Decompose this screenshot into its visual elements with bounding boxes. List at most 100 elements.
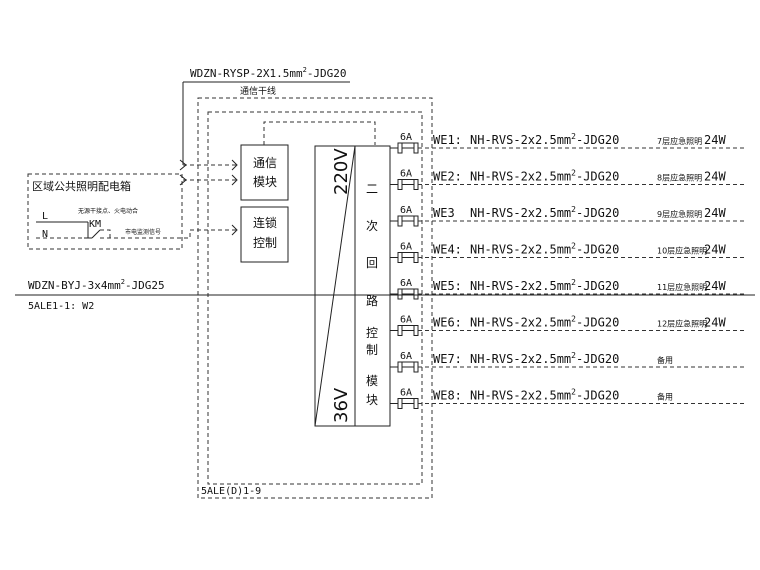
control-module-char: 模 (366, 374, 378, 388)
breaker-symbol (413, 252, 419, 263)
circuit-power: 24W (704, 243, 726, 257)
circuit-cable: NH-RVS-2x2.5mm2-JDG20 (470, 242, 619, 257)
circuit-power: 24W (704, 170, 726, 184)
comm-module-line1: 通信 (253, 156, 277, 170)
control-module-char: 控 (366, 326, 378, 340)
breaker-symbol (413, 288, 419, 300)
circuit-load: 7层应急照明 (657, 136, 702, 146)
breaker-rating: 6A (400, 205, 412, 216)
interlock-module-line2: 控制 (253, 236, 277, 250)
top-cable: WDZN-RYSP-2X1.5mm2-JDG20 通信干线 (182, 66, 350, 165)
module-bus-dashed (263, 121, 376, 145)
panel-outer-box (197, 97, 433, 499)
circuit-cable: NH-RVS-2x2.5mm2-JDG20 (470, 315, 619, 330)
breaker-symbol (397, 361, 403, 373)
signal-wire (100, 229, 237, 239)
comm-module: 通信 模块 (240, 144, 289, 201)
circuit-load: 9层应急照明 (657, 209, 702, 219)
breaker-rating: 6A (400, 278, 412, 289)
control-module-char: 次 (366, 219, 378, 233)
high-voltage-label: 220V (331, 148, 352, 195)
circuit-power: 24W (704, 279, 726, 293)
breaker-symbol (413, 361, 419, 373)
breaker-rating: 6A (400, 315, 412, 326)
control-module-char: 路 (366, 293, 378, 308)
comm-module-line2: 模块 (253, 175, 277, 189)
circuit-power: 24W (704, 316, 726, 330)
n-label: N (42, 229, 48, 240)
circuit-id: WE4: (433, 243, 462, 257)
circuit-load: 10层应急照明 (657, 246, 707, 256)
circuit-load: 12层应急照明 (657, 319, 707, 329)
breaker-symbol (397, 325, 403, 336)
circuit-load: 11层应急照明 (657, 282, 707, 292)
panel-inner-box (207, 111, 423, 485)
breaker-symbol (413, 325, 419, 336)
breaker-rating: 6A (400, 169, 412, 180)
distribution-box-note: 无源干接点、火电动合 (78, 207, 138, 215)
module-input-arrows (231, 159, 238, 236)
breaker-symbol (397, 288, 403, 300)
circuit-id: WE7: (433, 352, 462, 366)
l-label: L (42, 211, 48, 222)
distribution-box-frame (27, 173, 183, 250)
km-label: KM (89, 219, 101, 230)
distribution-box-title: 区域公共照明配电箱 (32, 179, 131, 193)
circuit-id: WE6: (433, 316, 462, 330)
feed-cable-source: 5ALE1-1: W2 (28, 301, 94, 312)
breaker-symbol (397, 398, 403, 409)
distribution-box: 区域公共照明配电箱 无源干接点、火电动合 L N KM 市电监测信号 (27, 173, 237, 250)
breaker-rating: 6A (400, 388, 412, 399)
control-module-char: 回 (366, 256, 378, 270)
signal-label: 市电监测信号 (125, 228, 161, 236)
circuit-id: WE2: (433, 170, 462, 184)
feed-cable-label: WDZN-BYJ-3x4mm2-JDG25 (28, 278, 165, 292)
feed-cable: WDZN-BYJ-3x4mm2-JDG25 5ALE1-1: W2 (15, 278, 755, 312)
comm-module-box (240, 144, 289, 201)
signal-link (100, 229, 111, 238)
interlock-module-box (240, 206, 289, 263)
breaker-symbol (413, 179, 419, 190)
circuit-power: 24W (704, 206, 726, 220)
circuit-id: WE5: (433, 279, 462, 293)
control-module-char: 块 (366, 393, 378, 407)
breaker-symbol (397, 179, 403, 190)
breaker-symbol (413, 398, 419, 409)
control-module-char: 制 (366, 343, 378, 357)
top-cable-label: WDZN-RYSP-2X1.5mm2-JDG20 (190, 66, 347, 80)
circuit-id: WE1: (433, 133, 462, 147)
circuit-id: WE3 (433, 206, 455, 220)
breaker-symbol (413, 142, 419, 154)
interlock-module-line1: 连锁 (253, 215, 277, 230)
breaker-rating: 6A (400, 351, 412, 362)
breaker-symbol (397, 142, 403, 154)
circuit-cable: NH-RVS-2x2.5mm2-JDG20 (470, 351, 619, 366)
panel-name: 5ALE(D)1-9 (201, 486, 261, 497)
top-cable-sublabel: 通信干线 (240, 85, 276, 97)
transformer-diagonal (314, 145, 356, 427)
km-contact (84, 222, 101, 239)
breaker-rating: 6A (400, 242, 412, 253)
transformer-frame (314, 145, 391, 427)
circuit-row: 6A WE7: NH-RVS-2x2.5mm2-JDG20 备用 (390, 351, 745, 373)
circuit-load: 备用 (657, 392, 673, 402)
breaker-symbol (397, 252, 403, 263)
control-module-char: 二 (366, 182, 378, 196)
circuit-cable: NH-RVS-2x2.5mm2-JDG20 (470, 388, 619, 403)
comm-terminal-marks (179, 159, 187, 186)
circuit-load: 备用 (657, 355, 673, 365)
circuit-cable: NH-RVS-2x2.5mm2-JDG20 (470, 132, 619, 147)
interlock-module: 连锁 控制 (240, 206, 289, 263)
circuit-id: WE8: (433, 389, 462, 403)
circuit-list: 6A WE1: NH-RVS-2x2.5mm2-JDG20 7层应急照明 24W 6A WE… (390, 132, 745, 409)
circuit-cable: NH-RVS-2x2.5mm2-JDG20 (470, 205, 619, 220)
